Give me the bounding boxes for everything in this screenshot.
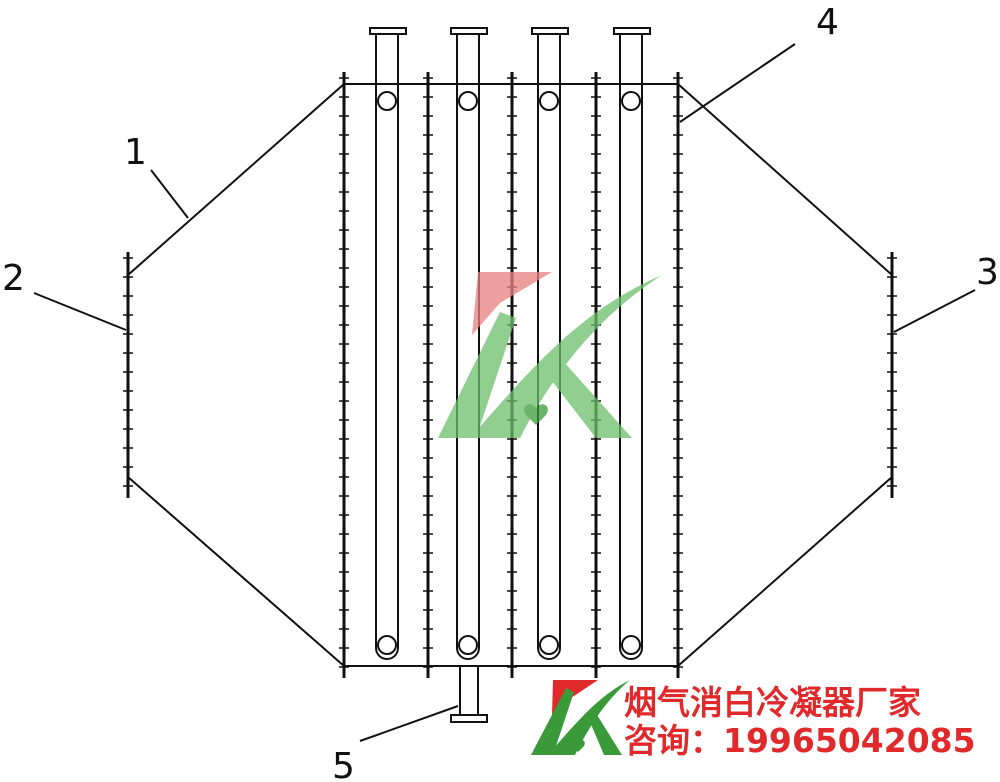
watermark-line-2: 咨询：19965042085 [624,721,976,760]
coil-tube-2 [450,27,488,660]
leader-lines [33,43,976,742]
watermark-line-1: 烟气消白冷凝器厂家 [624,683,921,722]
flange-bolt-ticks [123,77,897,668]
label-part-3: 3 [976,252,999,293]
watermark-logo-corner [531,680,630,755]
leader-1 [150,169,189,219]
label-part-5: 5 [332,746,355,782]
leader-3 [893,289,976,333]
label-part-4: 4 [816,2,839,43]
watermark-logo-center [438,272,662,438]
leader-4 [679,43,796,123]
drain-pipe [450,666,488,723]
coil-tubes [369,27,651,723]
coil-tube-1 [369,27,407,660]
coil-tube-4 [613,27,651,660]
right-cone [677,83,893,667]
label-part-2: 2 [2,258,25,299]
leader-5 [359,705,459,742]
left-cone [127,83,345,667]
coil-tube-3 [531,27,569,660]
label-part-1: 1 [124,132,147,173]
leader-2 [33,292,127,331]
